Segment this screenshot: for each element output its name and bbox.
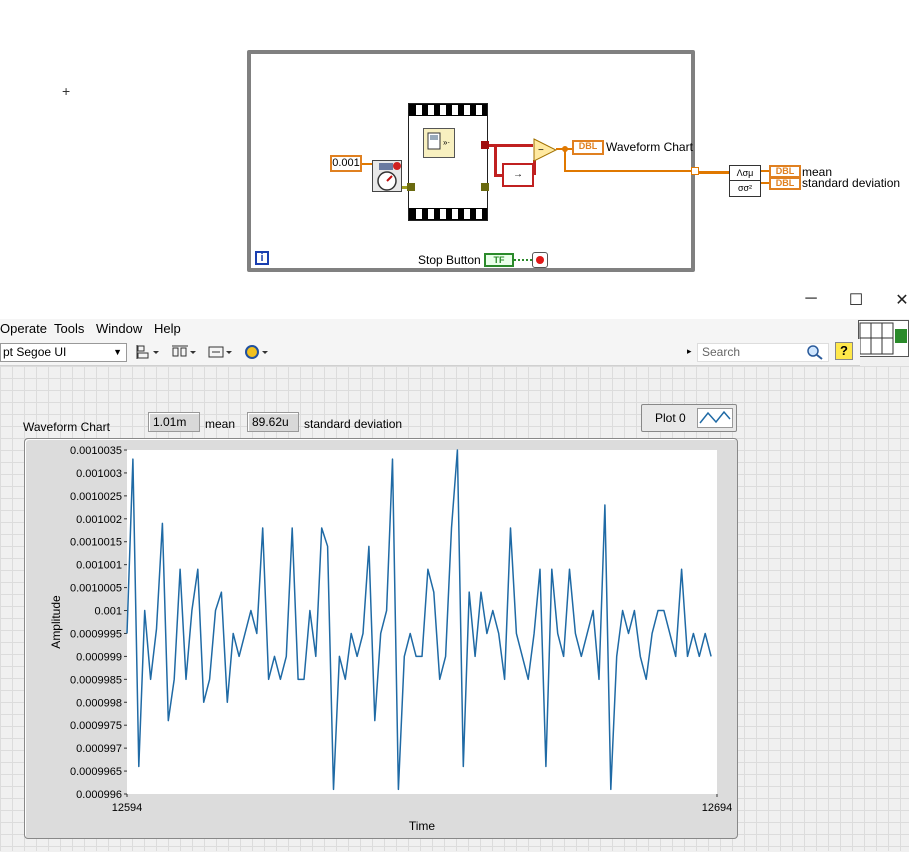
maximize-button[interactable]: ☐ xyxy=(848,292,864,309)
tools-palette-icon[interactable] xyxy=(858,320,909,357)
std-terminal-label: standard deviation xyxy=(802,176,901,190)
tunnel-green-right xyxy=(481,183,489,191)
y-tick-label: 0.000996 xyxy=(76,789,122,801)
std-indicator-label: standard deviation xyxy=(304,417,403,431)
wire-data-1 xyxy=(489,144,533,147)
iteration-terminal[interactable]: i xyxy=(255,251,269,265)
search-icon[interactable] xyxy=(806,344,824,363)
wire-std xyxy=(761,182,769,184)
wire-data-3 xyxy=(494,174,502,177)
y-tick-label: 0.0009995 xyxy=(70,628,122,640)
waveform-chart-terminal[interactable]: DBL xyxy=(572,140,604,155)
std-terminal[interactable]: DBL xyxy=(769,177,801,190)
y-tick-label: 0.001001 xyxy=(76,560,122,572)
menu-bar: Operate Tools Window Help xyxy=(0,319,860,339)
svg-text:»·: »· xyxy=(443,138,450,147)
wire-mean xyxy=(761,170,769,172)
wire-data-4 xyxy=(533,160,536,175)
stop-button-terminal-label: Stop Button xyxy=(418,253,481,267)
wire-array-out xyxy=(699,171,729,174)
mean-indicator-label: mean xyxy=(205,417,236,431)
y-tick-label: 0.001 xyxy=(94,606,122,618)
search-expand-icon[interactable]: ▸ xyxy=(687,346,692,356)
align-objects-button[interactable] xyxy=(136,343,160,361)
y-tick-label: 0.001002 xyxy=(76,514,122,526)
while-loop[interactable] xyxy=(247,50,695,272)
tunnel-red xyxy=(481,141,489,149)
distribute-objects-button[interactable] xyxy=(171,343,197,361)
menu-help[interactable]: Help xyxy=(154,321,181,336)
plot-line-style-icon[interactable] xyxy=(697,408,733,428)
mean-terminal-label: mean xyxy=(802,165,833,179)
flat-sequence-structure[interactable] xyxy=(408,103,488,221)
y-tick-label: 0.000998 xyxy=(76,697,122,709)
waveform-chart[interactable]: 0.000996 0.0009965 0.000997 0.0009975 0.0009… xyxy=(24,438,738,839)
y-tick-label: 0.000999 xyxy=(76,651,122,663)
std-indicator[interactable]: 89.62u xyxy=(247,412,299,432)
plot-0-line xyxy=(126,449,712,791)
font-selector-value: pt Segoe UI xyxy=(3,345,67,359)
wait-timer-icon[interactable] xyxy=(372,160,402,192)
wire-constant-timer xyxy=(362,163,372,165)
stop-button-terminal[interactable]: TF xyxy=(484,253,514,267)
wait-constant[interactable]: 0.001 xyxy=(330,155,362,172)
wire-stop xyxy=(514,259,532,261)
plot-area xyxy=(127,450,717,794)
wire-autoindex-1 xyxy=(564,149,566,171)
y-tick-label: 0.0010025 xyxy=(70,491,122,503)
chart-plot-svg: 0.000996 0.0009965 0.000997 0.0009975 0.0009… xyxy=(49,445,733,833)
y-tick-label: 0.0009975 xyxy=(70,720,122,732)
y-axis-label: Amplitude xyxy=(49,595,63,649)
sensor-read-icon[interactable]: »· xyxy=(423,128,455,158)
x-tick-label: 12694 xyxy=(702,802,733,814)
tunnel-green-left xyxy=(407,183,415,191)
shift-register-icon[interactable]: → xyxy=(502,163,534,187)
y-tick-label: 0.0010005 xyxy=(70,583,122,595)
title-bar xyxy=(0,285,909,319)
resize-objects-button[interactable] xyxy=(207,343,233,361)
wire-autoindex-2 xyxy=(564,170,692,172)
reorder-button[interactable] xyxy=(243,343,269,361)
close-button[interactable]: ✕ xyxy=(895,292,909,309)
menu-tools[interactable]: Tools xyxy=(54,321,85,336)
y-tick-label: 0.001003 xyxy=(76,468,122,480)
menu-operate[interactable]: Operate xyxy=(0,321,47,336)
chevron-down-icon: ▼ xyxy=(113,347,122,357)
x-axis-label: Time xyxy=(409,819,436,833)
search-input[interactable]: Search xyxy=(697,343,829,362)
y-tick-label: 0.0009965 xyxy=(70,766,122,778)
std-deviation-vi-icon[interactable]: Λσμ σσ² xyxy=(729,165,761,197)
menu-window[interactable]: Window xyxy=(96,321,143,336)
y-tick-label: 0.000997 xyxy=(76,743,122,755)
x-tick-label: 12594 xyxy=(112,802,143,814)
wire-data-2 xyxy=(494,144,497,176)
plot-legend[interactable]: Plot 0 xyxy=(641,404,737,432)
context-help-button[interactable]: ? xyxy=(835,342,853,360)
subtract-function-icon[interactable]: − xyxy=(533,138,558,165)
cursor-crosshair-icon: + xyxy=(62,83,71,99)
svg-text:−: − xyxy=(538,145,544,156)
font-selector[interactable]: pt Segoe UI ▼ xyxy=(0,343,127,362)
y-tick-label: 0.0010015 xyxy=(70,537,122,549)
indexing-tunnel xyxy=(691,167,699,175)
minimize-button[interactable]: ─ xyxy=(805,290,817,307)
mean-indicator[interactable]: 1.01m xyxy=(148,412,200,432)
loop-condition-stop-icon[interactable] xyxy=(532,252,548,268)
y-tick-label: 0.0010035 xyxy=(70,445,122,457)
std-vi-top: Λσμ xyxy=(730,166,760,181)
waveform-chart-label: Waveform Chart xyxy=(23,420,110,434)
legend-plot-name: Plot 0 xyxy=(655,411,686,425)
std-vi-bottom: σσ² xyxy=(737,183,753,193)
y-tick-label: 0.0009985 xyxy=(70,674,122,686)
waveform-chart-terminal-label: Waveform Chart xyxy=(606,140,693,154)
